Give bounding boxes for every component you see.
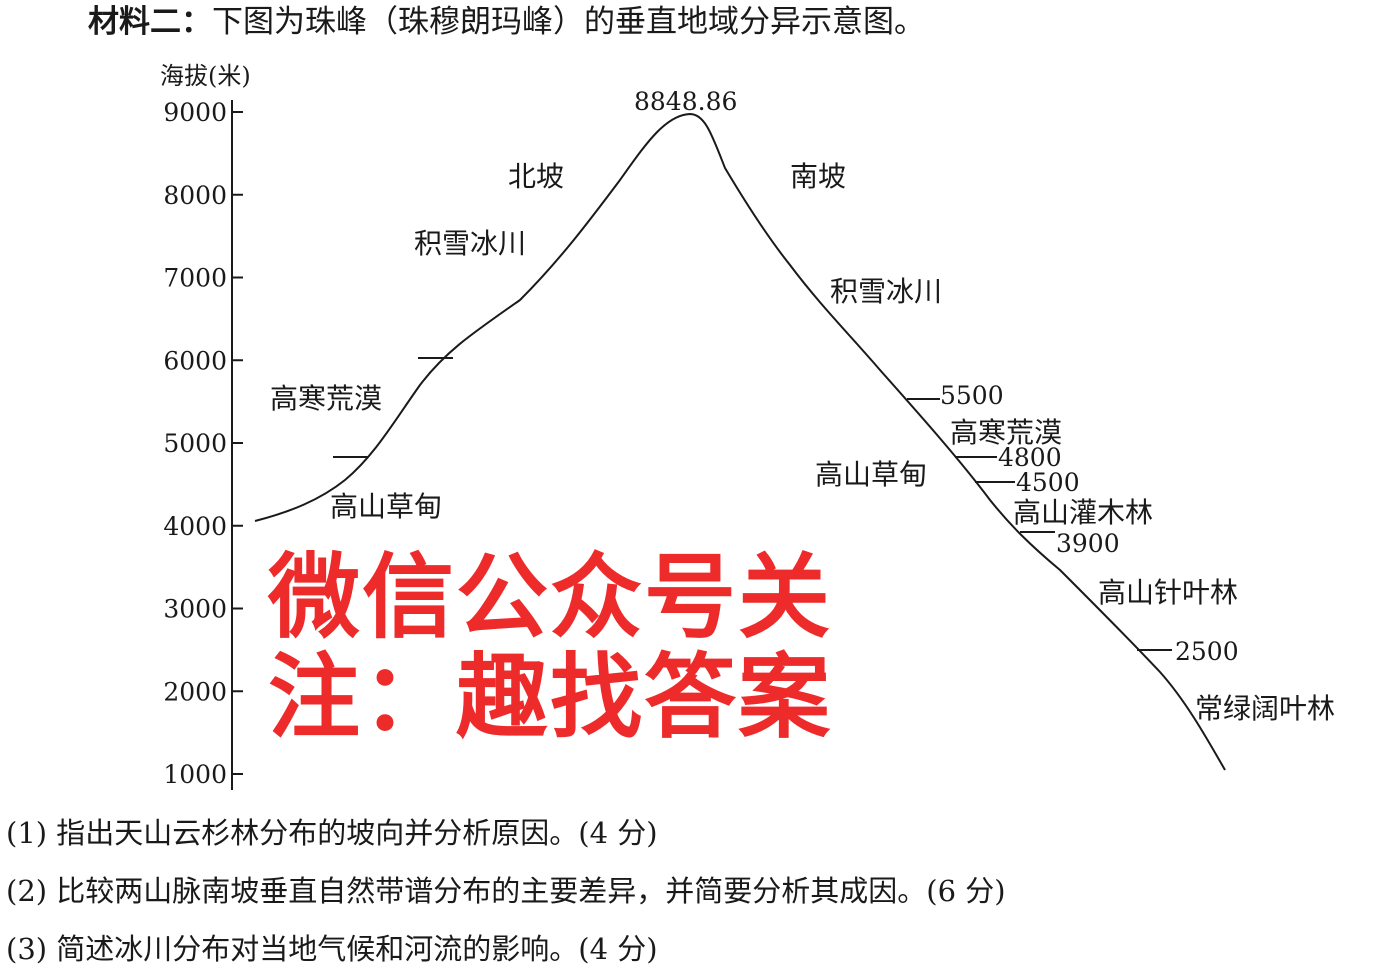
south-zone-shrub: 高山灌木林 [1013, 496, 1153, 529]
watermark: 微信公众号关注：趣找答案 [268, 544, 833, 751]
y-tick-label: 9000 [163, 98, 227, 127]
mountain-profile [254, 112, 1226, 771]
boundary-label-2500: 2500 [1175, 637, 1239, 666]
south-zone-conifer: 高山针叶林 [1098, 576, 1238, 609]
boundary-label-5500: 5500 [940, 381, 1004, 410]
y-tick-label: 4000 [163, 512, 227, 541]
north-zone-meadow: 高山草甸 [330, 490, 442, 523]
question-2: (2) 比较两山脉南坡垂直自然带谱分布的主要差异，并简要分析其成因。(6 分) [6, 874, 1006, 908]
peak-label: 8848.86 [634, 87, 737, 116]
boundary-label-4800: 4800 [998, 443, 1062, 472]
y-ticks: 9000 8000 7000 6000 5000 4000 3000 2000 1000 [163, 98, 243, 789]
south-zone-desert: 高寒荒漠 [950, 416, 1062, 449]
y-tick-label: 3000 [163, 595, 227, 624]
y-axis-label: 海拔(米) [160, 62, 251, 90]
south-zone-broadleaf: 常绿阔叶林 [1195, 692, 1335, 725]
material-label: 材料二： [88, 4, 212, 40]
y-tick-label: 1000 [163, 760, 227, 789]
y-tick-label: 6000 [163, 346, 227, 375]
north-zone-desert: 高寒荒漠 [270, 382, 382, 415]
material-text: 下图为珠峰（珠穆朗玛峰）的垂直地域分异示意图。 [212, 4, 925, 40]
question-3: (3) 简述冰川分布对当地气候和河流的影响。(4 分) [6, 932, 658, 966]
question-1: (1) 指出天山云杉林分布的坡向并分析原因。(4 分) [6, 816, 658, 850]
south-zone-glacier: 积雪冰川 [830, 275, 942, 308]
material-heading: 材料二：下图为珠峰（珠穆朗玛峰）的垂直地域分异示意图。 [88, 0, 925, 41]
north-zone-glacier: 积雪冰川 [414, 227, 526, 260]
south-slope-label: 南坡 [790, 160, 846, 193]
south-zone-meadow: 高山草甸 [815, 458, 927, 491]
y-tick-label: 8000 [163, 181, 227, 210]
north-slope-label: 北坡 [508, 160, 564, 193]
y-tick-label: 7000 [163, 264, 227, 293]
boundary-label-3900: 3900 [1056, 529, 1120, 558]
boundary-label-4500: 4500 [1016, 468, 1080, 497]
y-tick-label: 5000 [163, 429, 227, 458]
y-tick-label: 2000 [163, 677, 227, 706]
